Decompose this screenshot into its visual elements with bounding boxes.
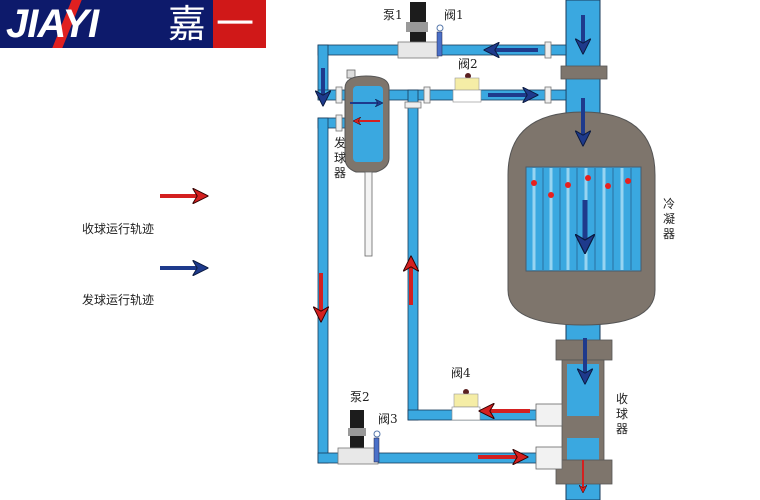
- valve4-label: 阀4: [451, 366, 471, 380]
- launcher-vessel: [344, 69, 390, 257]
- condenser-vessel: [507, 111, 656, 326]
- valve3[interactable]: [373, 430, 381, 463]
- condenser-label: 冷凝器: [662, 197, 675, 241]
- logo-cn-text-1: 嘉: [168, 2, 207, 46]
- launcher-label: 发球器: [333, 136, 346, 180]
- valve1[interactable]: [436, 24, 444, 57]
- ball: [565, 182, 571, 188]
- cleaning-balls: [531, 175, 631, 198]
- pump1[interactable]: [397, 2, 439, 59]
- valve4[interactable]: [451, 389, 481, 421]
- ball: [531, 180, 537, 186]
- launch-flow-arrows: [323, 15, 585, 378]
- pump1-label: 泵1: [383, 8, 403, 22]
- valve2-label: 阀2: [458, 57, 478, 71]
- pump2-label: 泵2: [350, 390, 370, 404]
- valve1-label: 阀1: [444, 8, 464, 22]
- logo-red-block: [213, 0, 266, 48]
- legend-launch-label: 发球运行轨迹: [82, 293, 155, 307]
- jiayi-logo: JIAYI 嘉 一: [0, 0, 266, 48]
- legend-receive-label: 收球运行轨迹: [82, 222, 155, 236]
- valve3-label: 阀3: [378, 412, 398, 426]
- valve2[interactable]: [452, 73, 482, 103]
- receiver-inlet-fittings: [535, 403, 563, 470]
- ball: [548, 192, 554, 198]
- pump2[interactable]: [337, 410, 379, 465]
- receive-flow-arrows: [321, 121, 583, 490]
- logo-latin-text: JIAYI: [6, 2, 99, 46]
- ball: [585, 175, 591, 181]
- pipe-couplings: [335, 41, 552, 132]
- logo-cn-text-2: 一: [216, 2, 255, 46]
- receiver-label: 收球器: [615, 392, 628, 436]
- ball: [625, 178, 631, 184]
- column-flange-top: [560, 65, 608, 80]
- ball: [605, 183, 611, 189]
